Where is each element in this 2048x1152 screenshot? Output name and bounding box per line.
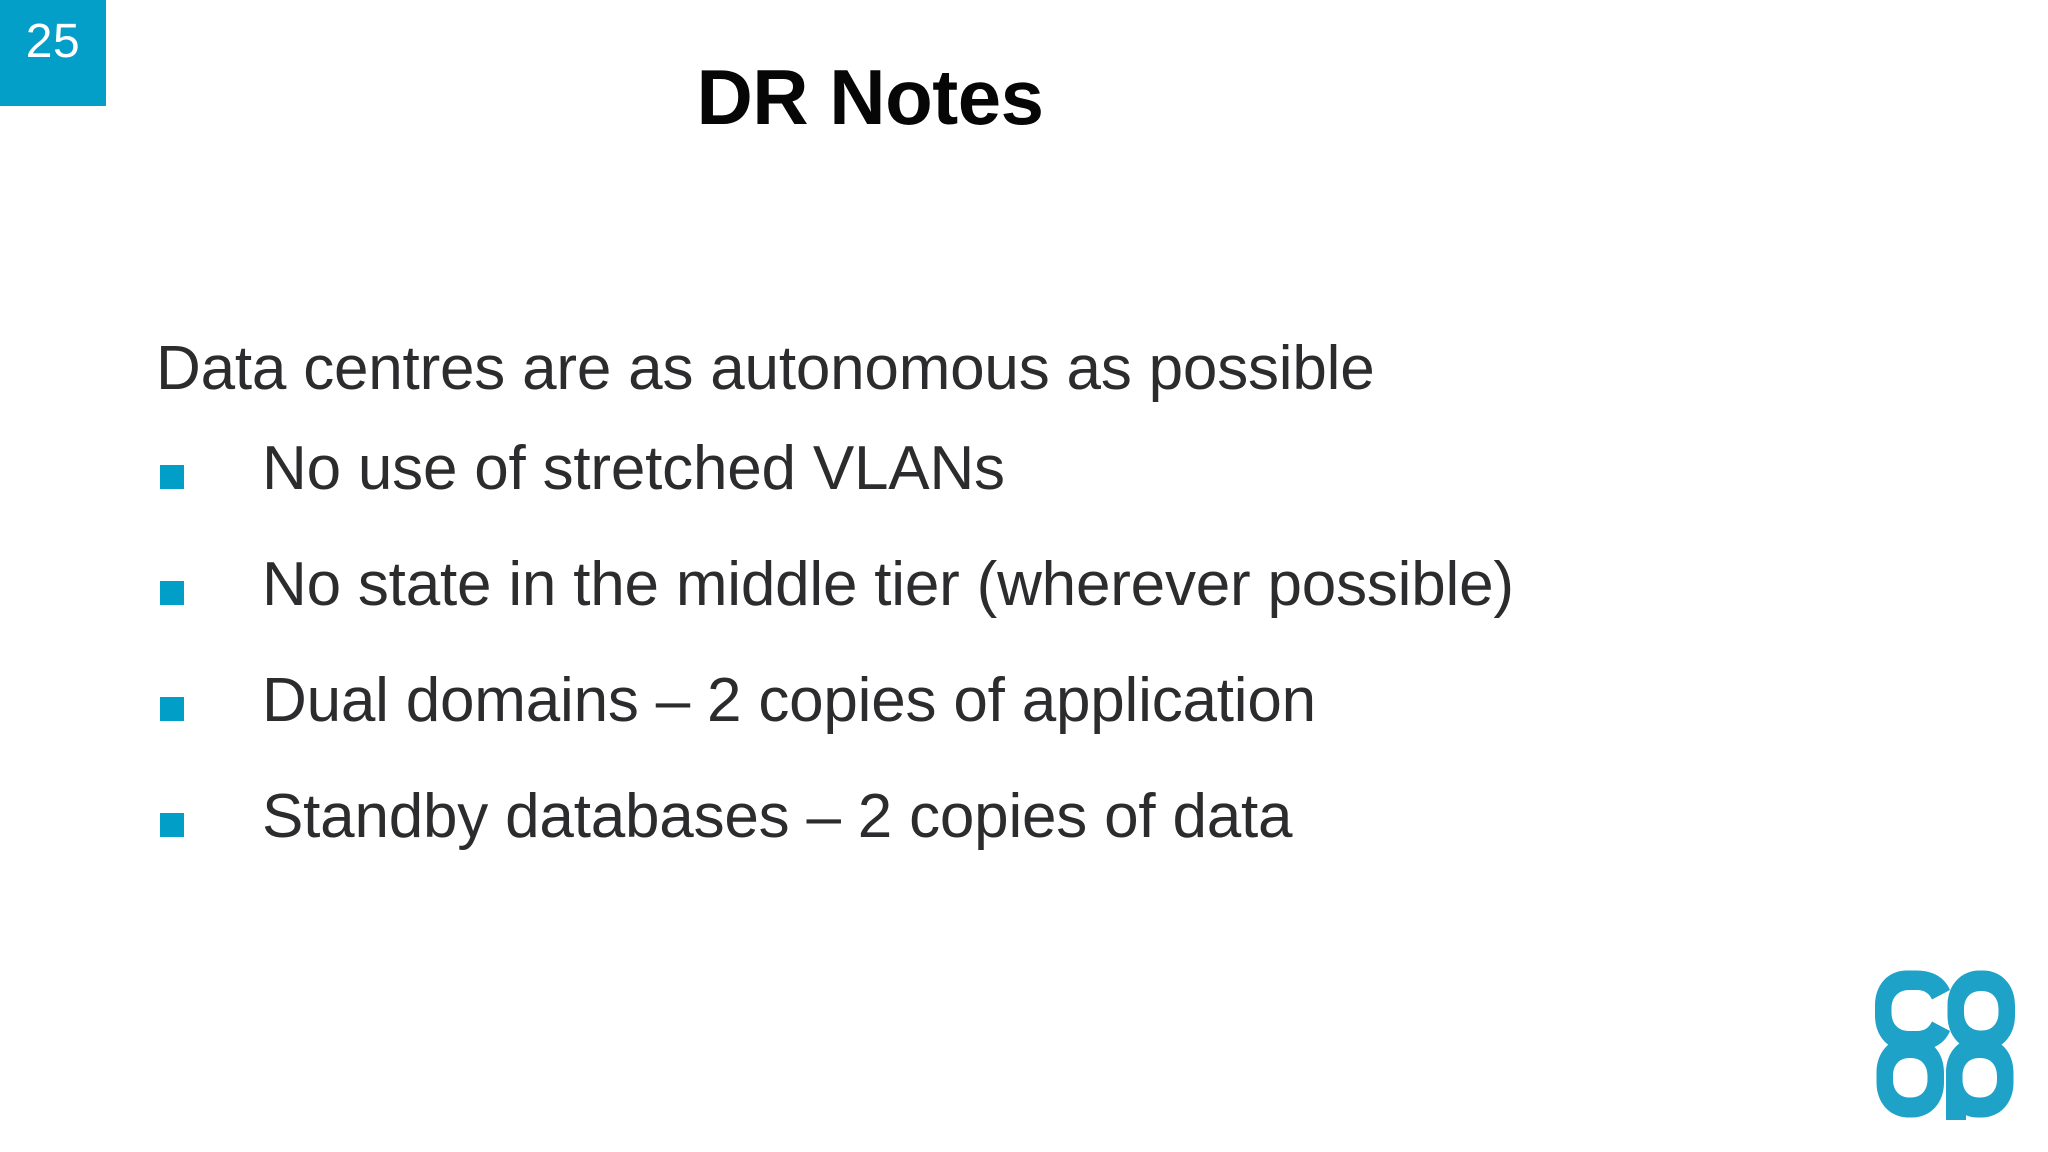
list-item-label: No use of stretched VLANs	[262, 434, 1005, 503]
list-item: No state in the middle tier (wherever po…	[156, 554, 1916, 626]
square-bullet-icon	[160, 697, 184, 721]
page-title: DR Notes	[696, 53, 1044, 141]
lead-statement: Data centres are as autonomous as possib…	[156, 334, 1375, 403]
square-bullet-icon	[160, 581, 184, 605]
slide-body: Data centres are as autonomous as possib…	[156, 338, 1916, 858]
list-item-label: Standby databases – 2 copies of data	[262, 782, 1293, 851]
bullet-list: No use of stretched VLANs No state in th…	[156, 438, 1916, 858]
square-bullet-icon	[160, 813, 184, 837]
list-item: Dual domains – 2 copies of application	[156, 670, 1916, 742]
list-item-label: No state in the middle tier (wherever po…	[262, 550, 1514, 619]
list-item-label: Dual domains – 2 copies of application	[262, 666, 1316, 735]
list-item: No use of stretched VLANs	[156, 438, 1916, 510]
list-item: Standby databases – 2 copies of data	[156, 786, 1916, 858]
slide-number: 25	[25, 15, 81, 68]
coop-logo-icon	[1875, 968, 2015, 1120]
square-bullet-icon	[160, 465, 184, 489]
slide-number-badge: 25	[0, 0, 106, 106]
